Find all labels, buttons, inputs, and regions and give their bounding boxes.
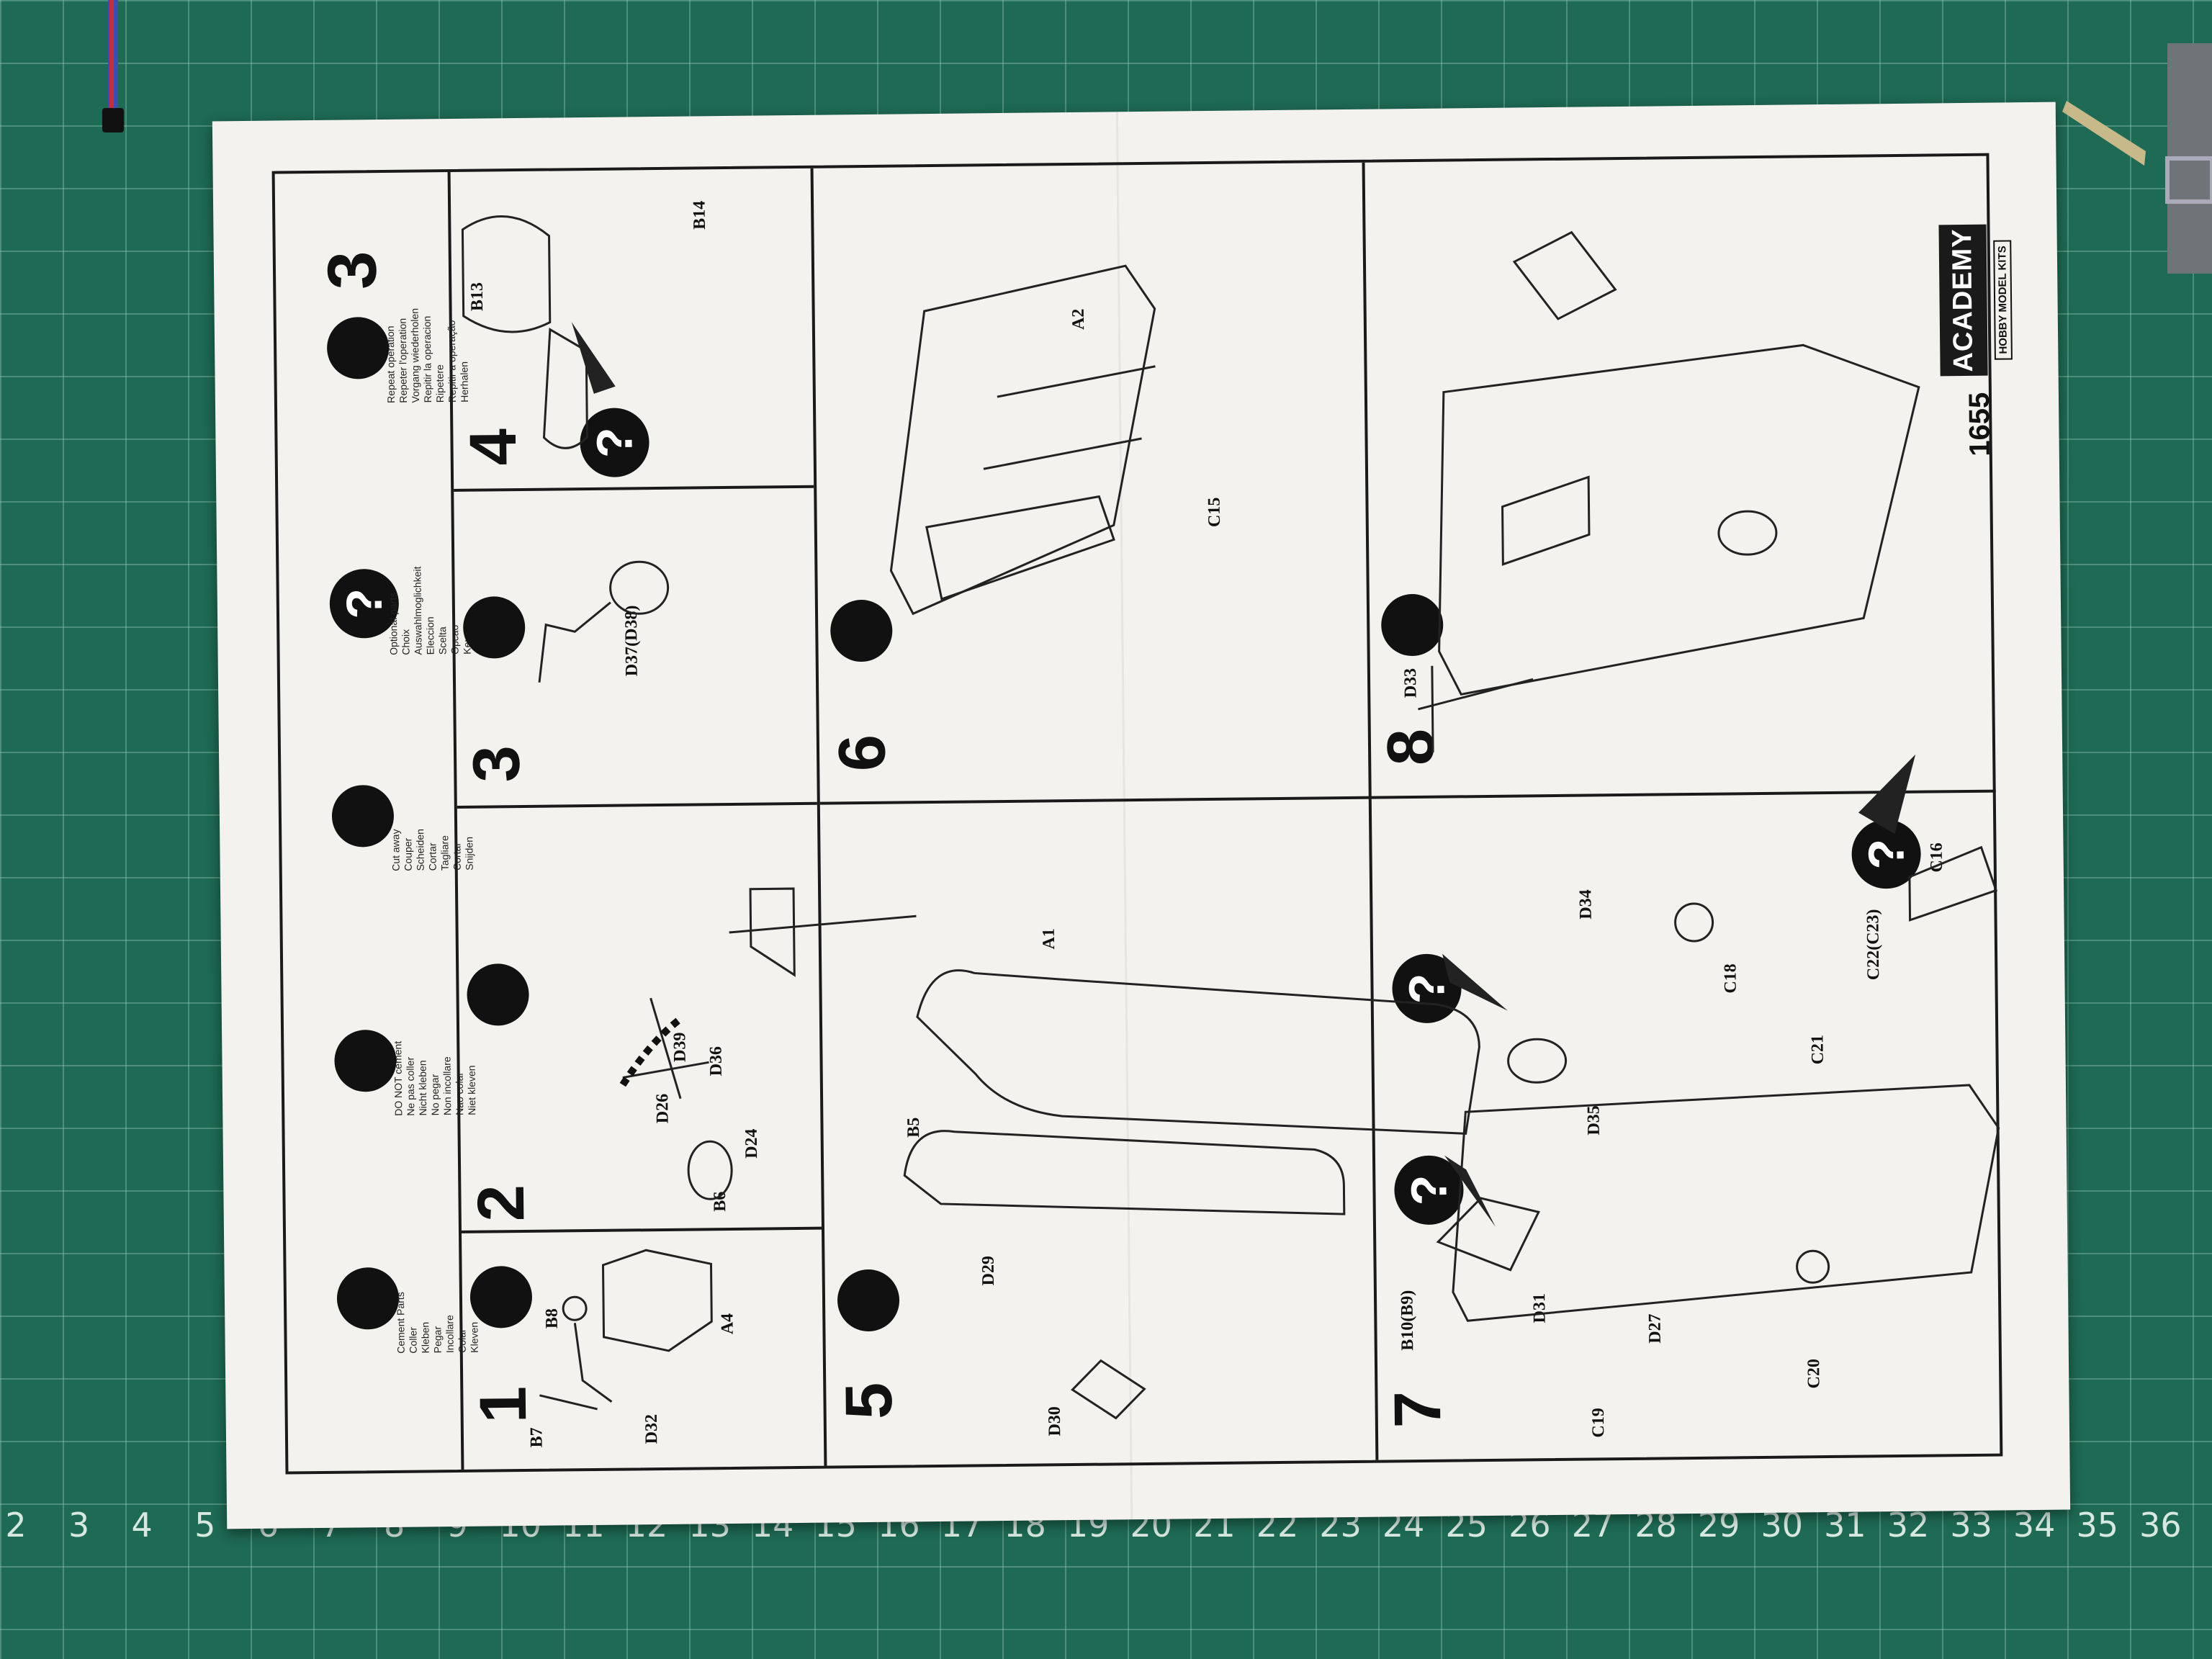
ruler-number: 32: [1887, 1506, 1930, 1545]
academy-logo: ACADEMY HOBBY MODEL KITS: [1938, 224, 2019, 377]
ruler-number: 2: [5, 1506, 27, 1545]
assembly-drawings: [461, 215, 2000, 1420]
ruler-number: 34: [2013, 1506, 2056, 1545]
ruler-number: 36: [2139, 1506, 2182, 1545]
ruler-number: 33: [1950, 1506, 1992, 1545]
ruler-number: 3: [68, 1506, 90, 1545]
ruler-number: 5: [194, 1506, 216, 1545]
ruler-number: 4: [131, 1506, 153, 1545]
pen-tool-icon: [102, 0, 124, 132]
kit-number: 1655: [1963, 392, 1996, 457]
ruler-number: 35: [2076, 1506, 2119, 1545]
knife-tool-icon: [2062, 43, 2212, 274]
